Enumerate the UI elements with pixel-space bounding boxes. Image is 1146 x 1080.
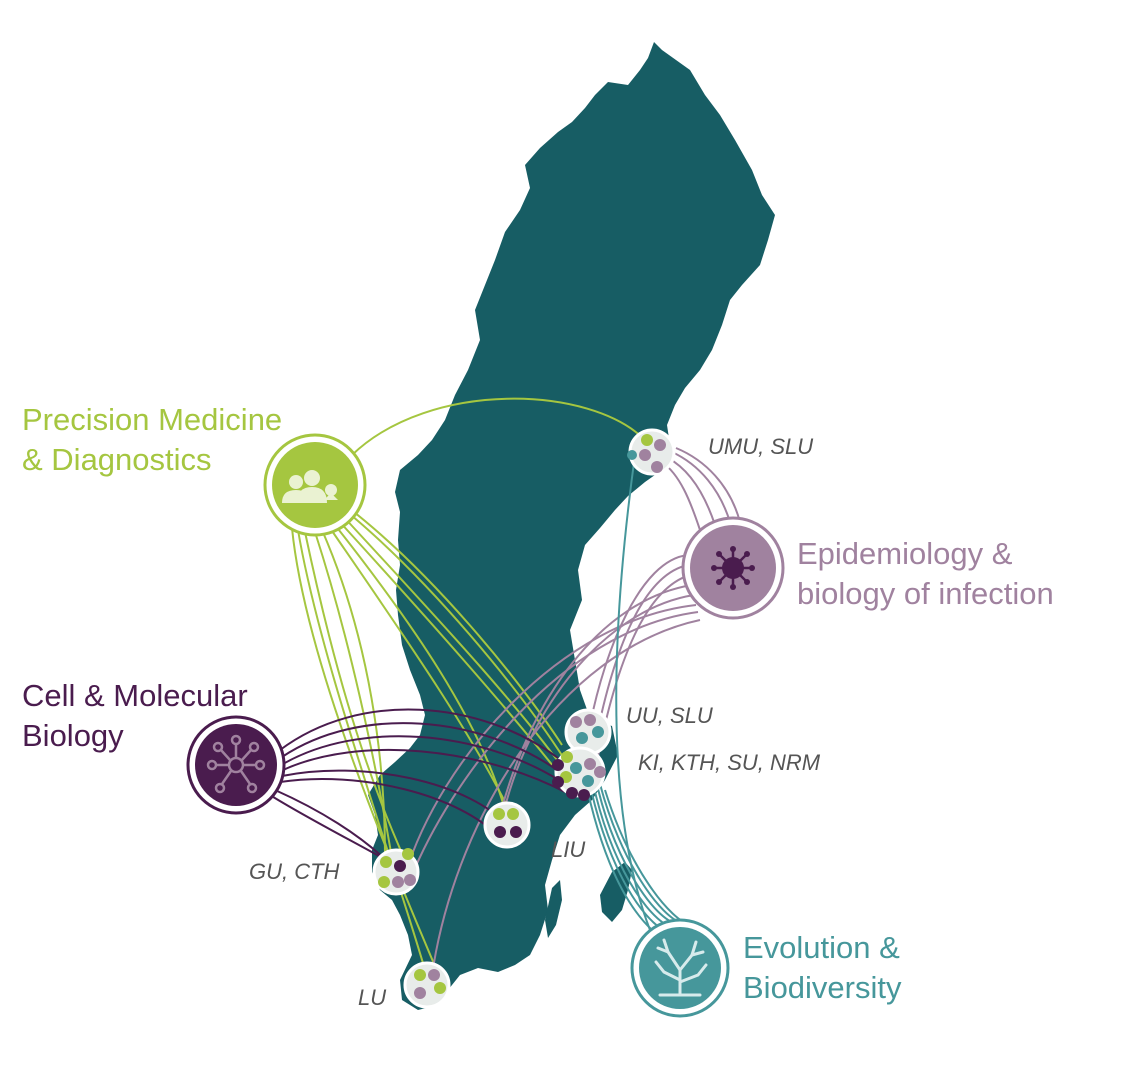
gotland-island	[600, 862, 632, 922]
cell-label: Cell & Molecular Biology	[22, 678, 248, 753]
virus-icon	[711, 546, 755, 590]
site-label-uu: UU, SLU	[626, 703, 713, 728]
infection-hub[interactable]	[681, 516, 785, 620]
site-node-gu	[372, 848, 420, 896]
site-node-lu	[403, 961, 451, 1009]
precision-connections	[291, 397, 646, 979]
infection-label: Epidemiology & biology of infection	[797, 536, 1054, 611]
cell-hub[interactable]	[186, 715, 286, 815]
site-node-ki	[552, 746, 606, 801]
evolution-hub[interactable]	[630, 918, 730, 1018]
site-label-lu: LU	[358, 985, 387, 1010]
oland-island	[545, 880, 562, 938]
site-label-ki: KI, KTH, SU, NRM	[638, 750, 821, 775]
molecule-icon	[206, 734, 266, 794]
site-node-liu	[483, 801, 531, 849]
people-icon	[282, 470, 338, 503]
site-node-umu	[627, 428, 676, 476]
precision-hub[interactable]	[263, 433, 367, 537]
precision-label: Precision Medicine & Diagnostics	[22, 402, 283, 477]
site-label-umu: UMU, SLU	[708, 434, 814, 459]
coral-icon	[654, 938, 708, 997]
site-label-gu: GU, CTH	[249, 859, 340, 884]
site-node-uu	[564, 708, 612, 756]
site-label-liu: LIU	[551, 837, 586, 862]
cell-connections	[269, 708, 566, 869]
evolution-label: Evolution & Biodiversity	[743, 930, 902, 1005]
sweden-landmass	[368, 42, 775, 1010]
